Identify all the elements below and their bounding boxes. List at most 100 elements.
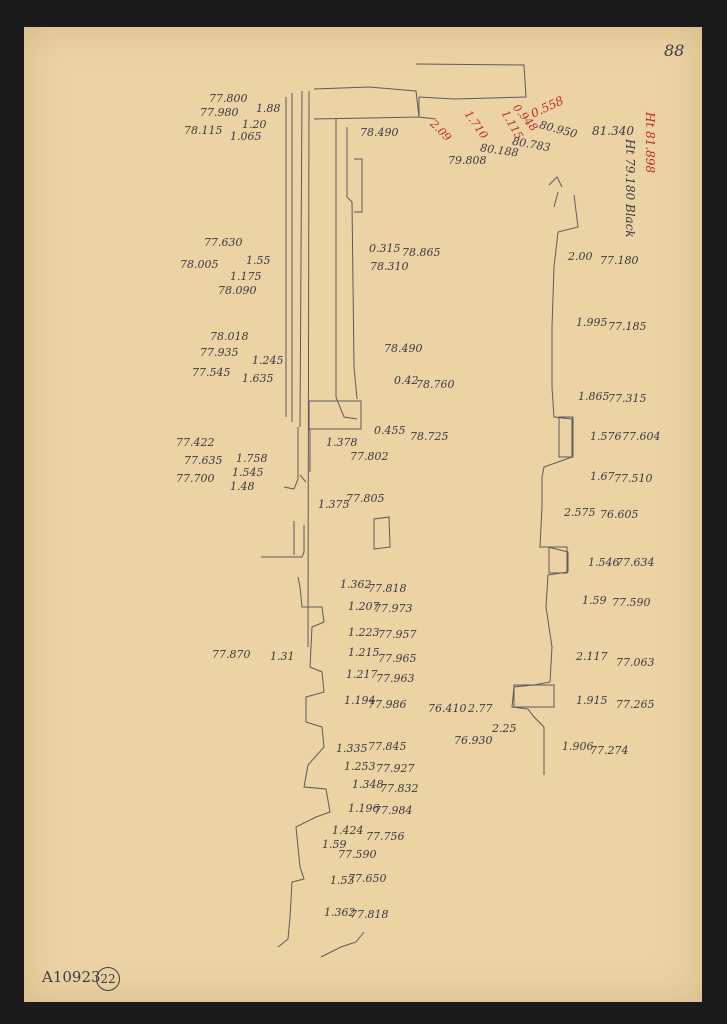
elev-label: 77.805 — [346, 492, 385, 505]
depth-label: 1.375 — [318, 498, 350, 511]
elev-label: 77.818 — [368, 582, 407, 595]
depth-label: 1.915 — [576, 694, 608, 707]
elev-label: 77.973 — [374, 602, 413, 615]
depth-label: 1.20 — [242, 118, 267, 131]
elev-label: 77.634 — [616, 556, 655, 569]
elev-label: 77.180 — [600, 254, 639, 267]
depth-label: 1.865 — [578, 390, 610, 403]
elev-label: 78.090 — [218, 284, 257, 297]
elev-label: 77.832 — [380, 782, 419, 795]
catalog-id: A10923 — [42, 968, 101, 986]
elev-label: 78.725 — [410, 430, 449, 443]
circled-number: 22 — [96, 967, 120, 991]
side-note-black: Ht 79.180 Black — [623, 139, 637, 238]
depth-label: 1.635 — [242, 372, 274, 385]
elev-label: 77.802 — [350, 450, 389, 463]
elev-label: 77.845 — [368, 740, 407, 753]
depth-label: 1.175 — [230, 270, 262, 283]
depth-label: 0.42 — [394, 374, 419, 387]
depth-label: 1.48 — [230, 480, 255, 493]
elev-label: 77.422 — [176, 436, 215, 449]
depth-label: 1.362 — [340, 578, 372, 591]
depth-label: 1.217 — [346, 668, 378, 681]
depth-label: 1.378 — [326, 436, 358, 449]
depth-label: 1.906 — [562, 740, 594, 753]
elev-label: 77.315 — [608, 392, 647, 405]
elev-label: 76.930 — [454, 734, 493, 747]
top-black-label: 79.808 — [448, 154, 487, 167]
elev-label: 77.604 — [622, 430, 661, 443]
elev-label: 77.590 — [338, 848, 377, 861]
depth-label: 0.455 — [374, 424, 406, 437]
depth-label: 1.758 — [236, 452, 268, 465]
depth-label: 1.59 — [582, 594, 607, 607]
elev-label: 77.274 — [590, 744, 629, 757]
depth-label: 1.348 — [352, 778, 384, 791]
depth-label: 1.576 — [590, 430, 622, 443]
sheet-number: 88 — [664, 41, 685, 60]
depth-label: 1.196 — [348, 802, 380, 815]
elev-label: 77.063 — [616, 656, 655, 669]
elev-label: 77.957 — [378, 628, 417, 641]
depth-label: 1.995 — [576, 316, 608, 329]
elev-label: 77.265 — [616, 698, 655, 711]
elev-label: 77.650 — [348, 872, 387, 885]
depth-label: 1.55 — [246, 254, 271, 267]
depth-label: 1.223 — [348, 626, 380, 639]
depth-label: 0.315 — [369, 242, 401, 255]
side-note-red: Ht 81.898 — [643, 112, 657, 174]
elev-label: 77.870 — [212, 648, 251, 661]
top-black-label: 81.340 — [592, 124, 634, 138]
section-drawing — [261, 63, 579, 958]
depth-label: 1.545 — [232, 466, 264, 479]
elev-label: 77.963 — [376, 672, 415, 685]
depth-label: 1.253 — [344, 760, 376, 773]
elev-label: 78.490 — [384, 342, 423, 355]
depth-label: 2.117 — [576, 650, 608, 663]
elev-label: 78.115 — [184, 124, 223, 137]
elev-label: 78.760 — [416, 378, 455, 391]
depth-label: 1.207 — [348, 600, 380, 613]
depth-label: 1.424 — [332, 824, 364, 837]
depth-label: 1.335 — [336, 742, 368, 755]
elev-label: 77.935 — [200, 346, 239, 359]
elev-label: 77.510 — [614, 472, 653, 485]
depth-label: 1.88 — [256, 102, 281, 115]
elev-label: 78.865 — [402, 246, 441, 259]
depth-label: 1.53 — [330, 874, 355, 887]
depth-label: 1.67 — [590, 470, 615, 483]
depth-label: 1.59 — [322, 838, 347, 851]
elev-label: 77.590 — [612, 596, 651, 609]
elev-label: 78.005 — [180, 258, 219, 271]
elev-label: 77.635 — [184, 454, 223, 467]
depth-label: 1.546 — [588, 556, 620, 569]
elev-label: 77.818 — [350, 908, 389, 921]
elev-label: 77.630 — [204, 236, 243, 249]
elev-label: 77.965 — [378, 652, 417, 665]
elev-label: 77.986 — [368, 698, 407, 711]
elev-label: 76.410 — [428, 702, 467, 715]
depth-label: 1.362 — [324, 906, 356, 919]
elev-label: 77.927 — [376, 762, 415, 775]
elev-label: 78.490 — [360, 126, 399, 139]
depth-label: 1.065 — [230, 130, 262, 143]
depth-label: 1.194 — [344, 694, 376, 707]
drawing-sheet: 88 Ht 79.180 Black Ht 81.898 0.558 0.948… — [24, 27, 702, 1002]
elev-label: 77.800 — [209, 92, 248, 105]
depth-label: 1.245 — [252, 354, 284, 367]
depth-label: 2.77 — [468, 702, 493, 715]
elev-label: 76.605 — [600, 508, 639, 521]
elev-label: 78.018 — [210, 330, 249, 343]
depth-label: 2.25 — [492, 722, 517, 735]
elev-label: 77.984 — [374, 804, 413, 817]
elev-label: 77.545 — [192, 366, 231, 379]
elev-label: 77.980 — [200, 106, 239, 119]
depth-label: 1.215 — [348, 646, 380, 659]
depth-label: 2.00 — [568, 250, 593, 263]
elev-label: 77.185 — [608, 320, 647, 333]
elev-label: 77.756 — [366, 830, 405, 843]
elev-label: 77.700 — [176, 472, 215, 485]
depth-label: 2.575 — [564, 506, 596, 519]
elev-label: 78.310 — [370, 260, 409, 273]
depth-label: 1.31 — [270, 650, 295, 663]
